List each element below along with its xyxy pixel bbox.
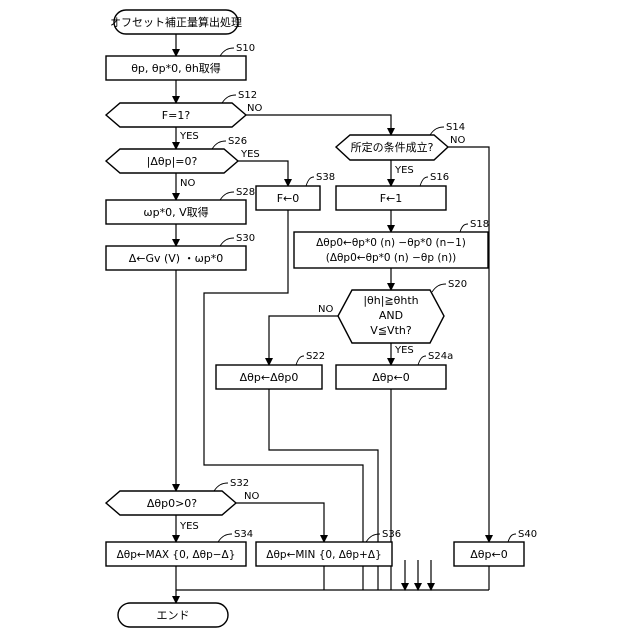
step-label-s38: S38 (316, 172, 335, 183)
node-s18-line1: Δθp0←θp*0 (n) −θp*0 (n−1) (316, 237, 466, 249)
node-start-label: オフセット補正量算出処理 (110, 15, 242, 29)
step-label-s24a: S24a (428, 351, 453, 362)
step-label-s28: S28 (236, 187, 255, 198)
branch-s14-no: NO (450, 135, 465, 146)
step-label-s30: S30 (236, 233, 255, 244)
node-s38-label: F←0 (277, 192, 300, 205)
node-s14-label: 所定の条件成立? (351, 140, 434, 154)
node-s24a: Δθp←0 (336, 365, 446, 389)
node-s40: Δθp←0 (454, 542, 524, 566)
step-label-s22: S22 (306, 351, 325, 362)
node-end: エンド (118, 603, 228, 627)
node-s16-label: F←1 (380, 192, 403, 205)
node-s18-line2: (Δθp0←θp*0 (n) −θp (n)) (326, 252, 457, 264)
branch-s12-yes: YES (179, 131, 199, 142)
node-s14: 所定の条件成立? (336, 135, 448, 160)
node-s34-label: Δθp←MAX {0, Δθp−Δ} (117, 549, 236, 561)
node-s28: ωp*0, V取得 (106, 200, 246, 224)
node-s12-label: F=1? (162, 109, 191, 122)
node-s36-label: Δθp←MIN {0, Δθp+Δ} (266, 549, 381, 561)
node-s26: |Δθp|=0? (106, 149, 238, 173)
node-s18: Δθp0←θp*0 (n) −θp*0 (n−1) (Δθp0←θp*0 (n)… (294, 232, 488, 268)
step-label-s34: S34 (234, 529, 253, 540)
step-label-s18: S18 (470, 219, 489, 230)
node-s28-label: ωp*0, V取得 (143, 206, 208, 219)
node-s36: Δθp←MIN {0, Δθp+Δ} (256, 542, 392, 566)
node-s20-line2: AND (379, 309, 403, 322)
node-s12: F=1? (106, 103, 246, 127)
node-s32-label: Δθp0>0? (147, 497, 197, 510)
step-label-s20: S20 (448, 279, 467, 290)
node-s40-label: Δθp←0 (470, 548, 507, 561)
node-s30: Δ←Gv (V) ・ωp*0 (106, 246, 246, 270)
node-s22: Δθp←Δθp0 (216, 365, 322, 389)
step-label-s32: S32 (230, 478, 249, 489)
branch-s26-no: NO (180, 178, 195, 189)
branch-s26-yes: YES (240, 149, 260, 160)
branch-s14-yes: YES (394, 165, 414, 176)
node-s10: θp, θp*0, θh取得 (106, 56, 246, 80)
branch-s32-yes: YES (179, 521, 199, 532)
node-s24a-label: Δθp←0 (372, 371, 409, 384)
step-label-s14: S14 (446, 122, 465, 133)
node-s16: F←1 (336, 186, 446, 210)
node-start: オフセット補正量算出処理 (110, 10, 242, 34)
branch-s20-yes: YES (394, 345, 414, 356)
branch-s32-no: NO (244, 491, 259, 502)
node-end-label: エンド (157, 609, 190, 622)
step-label-s36: S36 (382, 529, 401, 540)
node-s30-label: Δ←Gv (V) ・ωp*0 (129, 252, 224, 265)
branch-s20-no: NO (318, 304, 333, 315)
node-s10-label: θp, θp*0, θh取得 (131, 62, 221, 75)
branch-s12-no: NO (247, 103, 262, 114)
node-s32: Δθp0>0? (106, 491, 236, 515)
node-s38: F←0 (256, 186, 320, 210)
node-s20-line3: V≦Vth? (370, 324, 412, 337)
step-label-s10: S10 (236, 43, 255, 54)
node-s22-label: Δθp←Δθp0 (240, 371, 299, 384)
node-s20-line1: |θh|≧θhth (363, 294, 418, 307)
step-label-s16: S16 (430, 172, 449, 183)
step-label-s40: S40 (518, 529, 537, 540)
node-s20: |θh|≧θhth AND V≦Vth? (338, 290, 444, 343)
node-s34: Δθp←MAX {0, Δθp−Δ} (106, 542, 246, 566)
step-label-s12: S12 (238, 90, 257, 101)
node-s26-label: |Δθp|=0? (147, 155, 198, 168)
step-label-s26: S26 (228, 136, 247, 147)
